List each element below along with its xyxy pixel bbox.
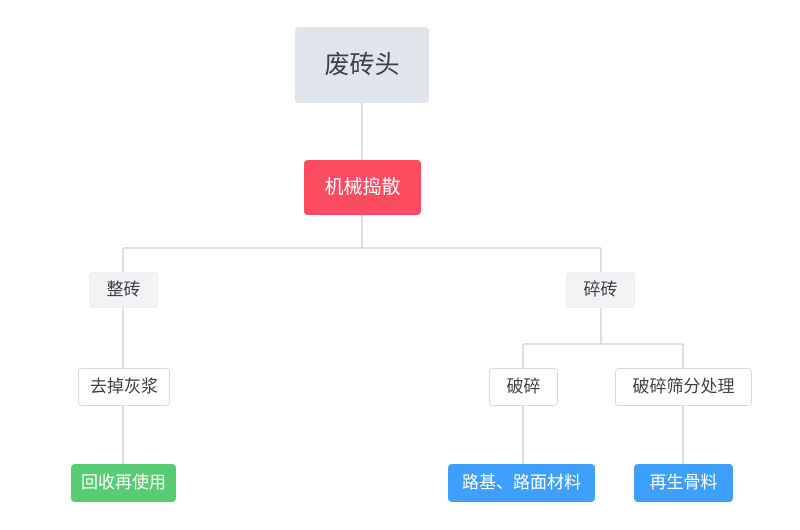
node-mechanical-break[interactable]: 机械捣散 <box>304 160 421 215</box>
node-crush-screen[interactable]: 破碎筛分处理 <box>615 368 752 406</box>
node-crush[interactable]: 破碎 <box>489 368 558 406</box>
node-whole-brick[interactable]: 整砖 <box>89 272 158 308</box>
node-recycle-reuse[interactable]: 回收再使用 <box>71 464 176 502</box>
node-roadbed-material[interactable]: 路基、路面材料 <box>448 464 595 502</box>
node-waste-brick[interactable]: 废砖头 <box>295 27 429 103</box>
node-remove-mortar[interactable]: 去掉灰浆 <box>78 368 170 406</box>
node-recycled-aggregate[interactable]: 再生骨料 <box>634 464 733 502</box>
node-broken-brick[interactable]: 碎砖 <box>566 272 635 308</box>
